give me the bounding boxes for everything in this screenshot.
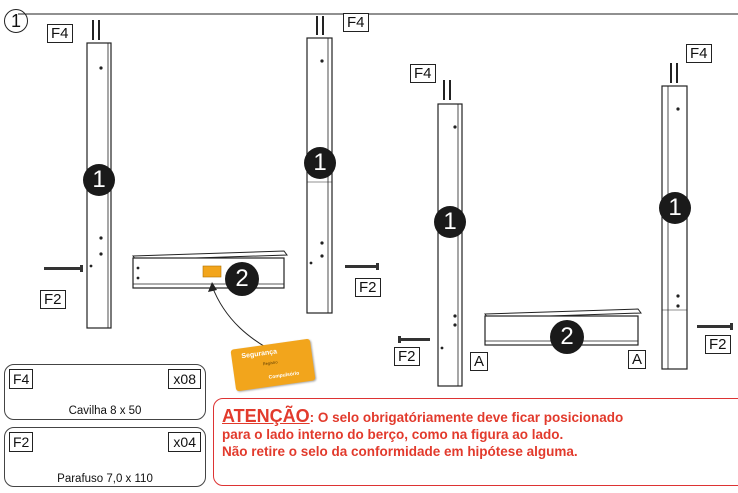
label-f4: F4 <box>343 13 369 32</box>
label-f2: F2 <box>40 290 66 309</box>
part-qty: x08 <box>168 369 201 389</box>
badge-leg: 1 <box>659 192 691 224</box>
label-a: A <box>628 350 647 369</box>
rail-1 <box>132 250 288 289</box>
warning-line3: Não retire o selo da conformidade em hip… <box>222 444 578 459</box>
leg-4 <box>661 63 688 370</box>
badge-leg: 1 <box>304 147 336 179</box>
badge-rail: 2 <box>550 320 584 354</box>
part-qty: x04 <box>168 432 201 452</box>
seal-footer: Compulsório <box>268 370 300 381</box>
part-description: Parafuso 7,0 x 110 <box>57 473 153 485</box>
warning-line2: para o lado interno do berço, como na fi… <box>222 427 564 442</box>
screw-right-1 <box>398 336 430 343</box>
part-code: F4 <box>9 369 34 389</box>
parts-box-dowel: F4 x08 Cavilha 8 x 50 <box>4 364 206 420</box>
label-f2: F2 <box>705 335 731 354</box>
screw-right-2 <box>697 323 733 330</box>
step-number: 1 <box>4 9 28 33</box>
part-description: Cavilha 8 x 50 <box>68 405 142 417</box>
badge-leg: 1 <box>434 206 466 238</box>
seal-line: Registro <box>262 359 278 367</box>
badge-rail: 2 <box>225 262 259 296</box>
warning-line1: : O selo obrigatóriamente deve ficar pos… <box>309 410 624 425</box>
label-f4: F4 <box>686 44 712 63</box>
label-a: A <box>470 352 489 371</box>
screw-left-2 <box>345 263 379 270</box>
label-f4: F4 <box>410 64 436 83</box>
part-code: F2 <box>9 432 34 452</box>
label-f2: F2 <box>394 347 420 366</box>
label-f4: F4 <box>47 24 73 43</box>
warning-box: ATENÇÃO: O selo obrigatóriamente deve fi… <box>213 398 738 486</box>
label-f2: F2 <box>355 278 381 297</box>
seal-title: Segurança <box>241 348 278 361</box>
screw-left-1 <box>44 265 83 272</box>
leg-3 <box>437 80 463 387</box>
parts-box-screw: F2 x04 Parafuso 7,0 x 110 <box>4 427 206 487</box>
warning-heading: ATENÇÃO <box>222 406 310 426</box>
badge-leg: 1 <box>83 164 115 196</box>
